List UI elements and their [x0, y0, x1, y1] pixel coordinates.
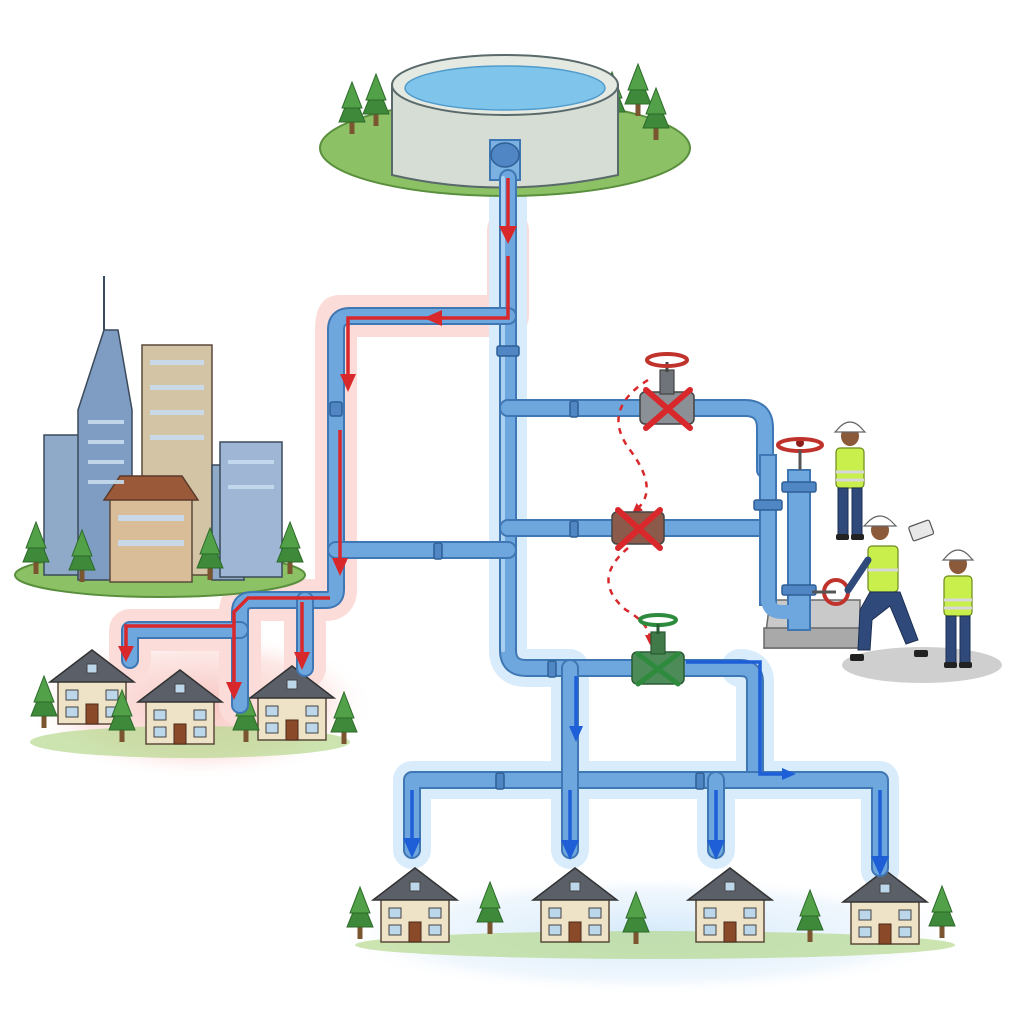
valve-handwheel[interactable] [645, 352, 689, 368]
maintenance-station [753, 437, 861, 649]
red-arrowhead [294, 652, 310, 670]
blue-arrowhead [561, 840, 579, 860]
served-house [842, 869, 928, 945]
blue-arrowhead [871, 856, 889, 876]
worker-at-valve [833, 420, 867, 542]
valve-top-closed[interactable] [639, 352, 695, 431]
tablet [908, 519, 935, 542]
open-check-icon [635, 651, 681, 687]
closed-x-icon [615, 507, 663, 551]
blue-arrowhead [782, 768, 796, 780]
red-arrowhead [332, 558, 348, 576]
blue-arrowhead [569, 726, 583, 742]
affected-houses [30, 649, 358, 758]
blue-arrowhead [403, 838, 421, 858]
valve-handwheel[interactable] [638, 613, 678, 627]
served-house [372, 867, 458, 943]
valve-middle-closed[interactable] [611, 507, 665, 551]
red-arrowhead [499, 226, 517, 244]
served-houses [346, 867, 956, 959]
red-arrowhead [340, 374, 356, 392]
maintenance-crew [833, 420, 1002, 683]
interrupted-flow [118, 178, 655, 700]
red-arrowhead [424, 310, 442, 326]
valve-bottom-open[interactable] [631, 613, 685, 687]
city-buildings [14, 276, 306, 598]
red-arrowhead [226, 682, 242, 700]
closed-x-icon [643, 387, 693, 431]
normal-flow [403, 660, 889, 876]
blue-arrowhead [707, 840, 725, 860]
kneeling-worker [844, 515, 928, 661]
reservoir-water [404, 65, 606, 111]
red-arrowhead [118, 646, 134, 662]
